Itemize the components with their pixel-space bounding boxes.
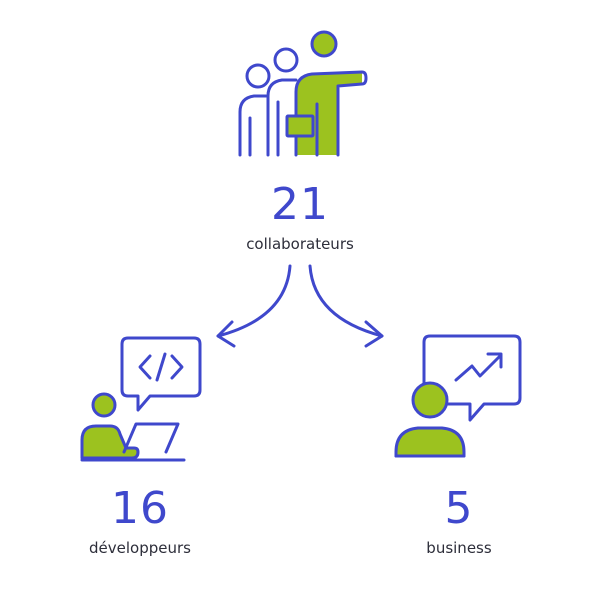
- total-label: collaborateurs: [246, 235, 354, 253]
- developer-code-icon: [80, 336, 202, 462]
- total-count: 21: [271, 179, 329, 230]
- developers-stat: 16 développeurs: [20, 483, 260, 558]
- business-count: 5: [444, 483, 474, 534]
- split-arrow-right: [308, 264, 384, 348]
- total-stat: 21 collaborateurs: [180, 179, 420, 254]
- business-label: business: [426, 539, 492, 557]
- team-leader-icon: [238, 30, 368, 157]
- developers-label: développeurs: [89, 539, 191, 557]
- business-growth-icon: [394, 334, 522, 458]
- split-arrow-left: [216, 264, 292, 348]
- developers-count: 16: [111, 483, 169, 534]
- business-stat: 5 business: [339, 483, 579, 558]
